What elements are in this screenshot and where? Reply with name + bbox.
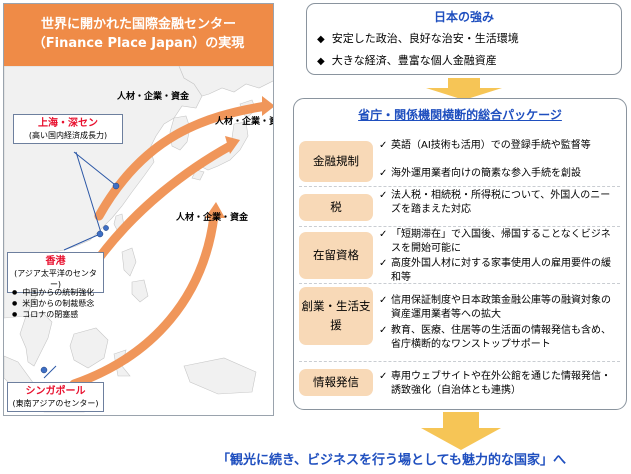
city-name-shanghai: 上海・深セン [38,118,98,129]
measure-item: 海外運用業者向けの簡素な参入手続を創設 [379,167,619,181]
measure-item: 信用保証制度や日本政策金融公庫等の融資対象の資産運用業者等への拡大 [379,294,619,322]
strength-item: 大きな経済、豊富な個人金融資産 [317,50,519,72]
category-residence-status: 在留資格 [299,232,373,279]
measure-text: 法人税・相続税・所得税について、外国人のニーズを踏まえた対応 [379,189,619,217]
city-note-singapore: (東南アジアのセンター) [12,399,99,408]
map-title-line2: （Finance Place Japan）の実現 [32,36,245,51]
city-label-singapore: シンガポール (東南アジアのセンター) [7,382,104,412]
category-divider [299,186,620,187]
flow-arrow-from-singapore [69,211,219,389]
measure-text: 「短期滞在」で入国後、帰国することなくビジネスを開始可能に [379,228,619,256]
flow-arrow-from-hongkong [84,141,235,277]
category-divider [299,283,620,284]
measure-item: 「短期滞在」で入国後、帰国することなくビジネスを開始可能に [379,228,619,256]
city-note-hongkong: (アジア太平洋のセンター) [14,269,97,289]
flow-arrowhead-2 [225,136,240,154]
borneo-land [69,327,109,369]
shanghai-marker [112,182,120,190]
philippines-land [121,247,149,303]
measure-item: 教育、医療、住居等の生活面の情報発信も含め、省庁横断的なワンストップサポート [379,324,619,352]
measure-item: 法人税・相続税・所得税について、外国人のニーズを踏まえた対応 [379,189,619,217]
indochina-land [19,311,53,367]
measure-item: 専用ウェブサイトや在外公館を通じた情報発信・誘致強化（自治体とも連携） [379,370,619,398]
measure-text: 信用保証制度や日本政策金融公庫等の融資対象の資産運用業者等への拡大 [379,294,619,322]
map-title-line1: 世界に開かれた国際金融センター [40,17,236,32]
strengths-title: 日本の強み [433,10,494,24]
city-name-hongkong: 香港 [45,256,66,267]
hongkong-connector-2 [63,233,101,251]
city-note-shanghai: (高い国内経済成長力) [28,131,108,140]
flow-label-3: 人材・企業・資金 [176,213,249,223]
package-title: 省庁・関係機関横断的総合パッケージ [358,108,562,122]
measure-text: 高度外国人材に対する家事使用人の雇用要件の緩和等 [379,257,619,285]
hongkong-concern: コロナの閉塞感 [12,309,94,320]
down-arrow-top [426,78,502,100]
strength-item: 安定した政治、良好な治安・生活環境 [317,28,519,50]
flow-label-2: 人材・企業・資金 [215,117,273,127]
russia-land [178,66,273,97]
map-panel: 世界に開かれた国際金融センター （Finance Place Japan）の実現 [3,3,274,416]
strengths-list: 安定した政治、良好な治安・生活環境 大きな経済、豊富な個人金融資産 [317,28,519,72]
japan-strengths-box: 日本の強み 安定した政治、良好な治安・生活環境 大きな経済、豊富な個人金融資産 [306,3,622,75]
flow-label-1: 人材・企業・資金 [117,92,190,102]
category-tax: 税 [299,194,373,221]
singapore-connector [43,365,57,379]
flow-arrowhead-1 [262,96,273,116]
city-name-singapore: シンガポール [25,386,86,397]
measure-text: 専用ウェブサイトや在外公館を通じた情報発信・誘致強化（自治体とも連携） [379,370,619,398]
map-panel-title: 世界に開かれた国際金融センター （Finance Place Japan）の実現 [4,4,273,66]
city-label-shanghai: 上海・深セン (高い国内経済成長力) [13,114,123,144]
category-startup-life-support: 創業・生活支援 [299,287,373,345]
category-financial-regulation: 金融規制 [299,141,373,182]
flow-arrow-from-shanghai [94,101,271,221]
hongkong-concern: 米国からの制裁懸念 [12,298,94,309]
measure-text: 英語（AI技術も活用）での登録手続や監督等 [379,139,619,153]
new-guinea-land [183,357,257,395]
shanghai-connector [73,151,115,185]
category-divider [299,226,620,227]
conclusion-text: 「観光に続き、ビジネスを行う場としても魅力的な国家」へ [216,453,567,468]
down-arrow-bottom [421,412,501,450]
measure-item: 高度外国人材に対する家事使用人の雇用要件の緩和等 [379,257,619,285]
category-information-dissemination: 情報発信 [299,369,373,396]
hongkong-connector-1 [75,151,103,237]
hongkong-marker [96,230,104,238]
hongkong-concerns-list: 中国からの統制強化 米国からの制裁懸念 コロナの閉塞感 [12,287,94,320]
measure-text: 海外運用業者向けの簡素な参入手続を創設 [379,167,619,181]
hongkong-concern: 中国からの統制強化 [12,287,94,298]
shenzhen-marker [103,225,109,231]
policy-package-box: 省庁・関係機関横断的総合パッケージ 金融規制 英語（AI技術も活用）での登録手続… [293,98,627,410]
measure-text: 教育、医療、住居等の生活面の情報発信も含め、省庁横断的なワンストップサポート [379,324,619,352]
singapore-marker [40,366,48,374]
measure-item: 英語（AI技術も活用）での登録手続や監督等 [379,139,619,153]
flow-arrowhead-3 [205,202,225,218]
category-divider [299,361,620,362]
